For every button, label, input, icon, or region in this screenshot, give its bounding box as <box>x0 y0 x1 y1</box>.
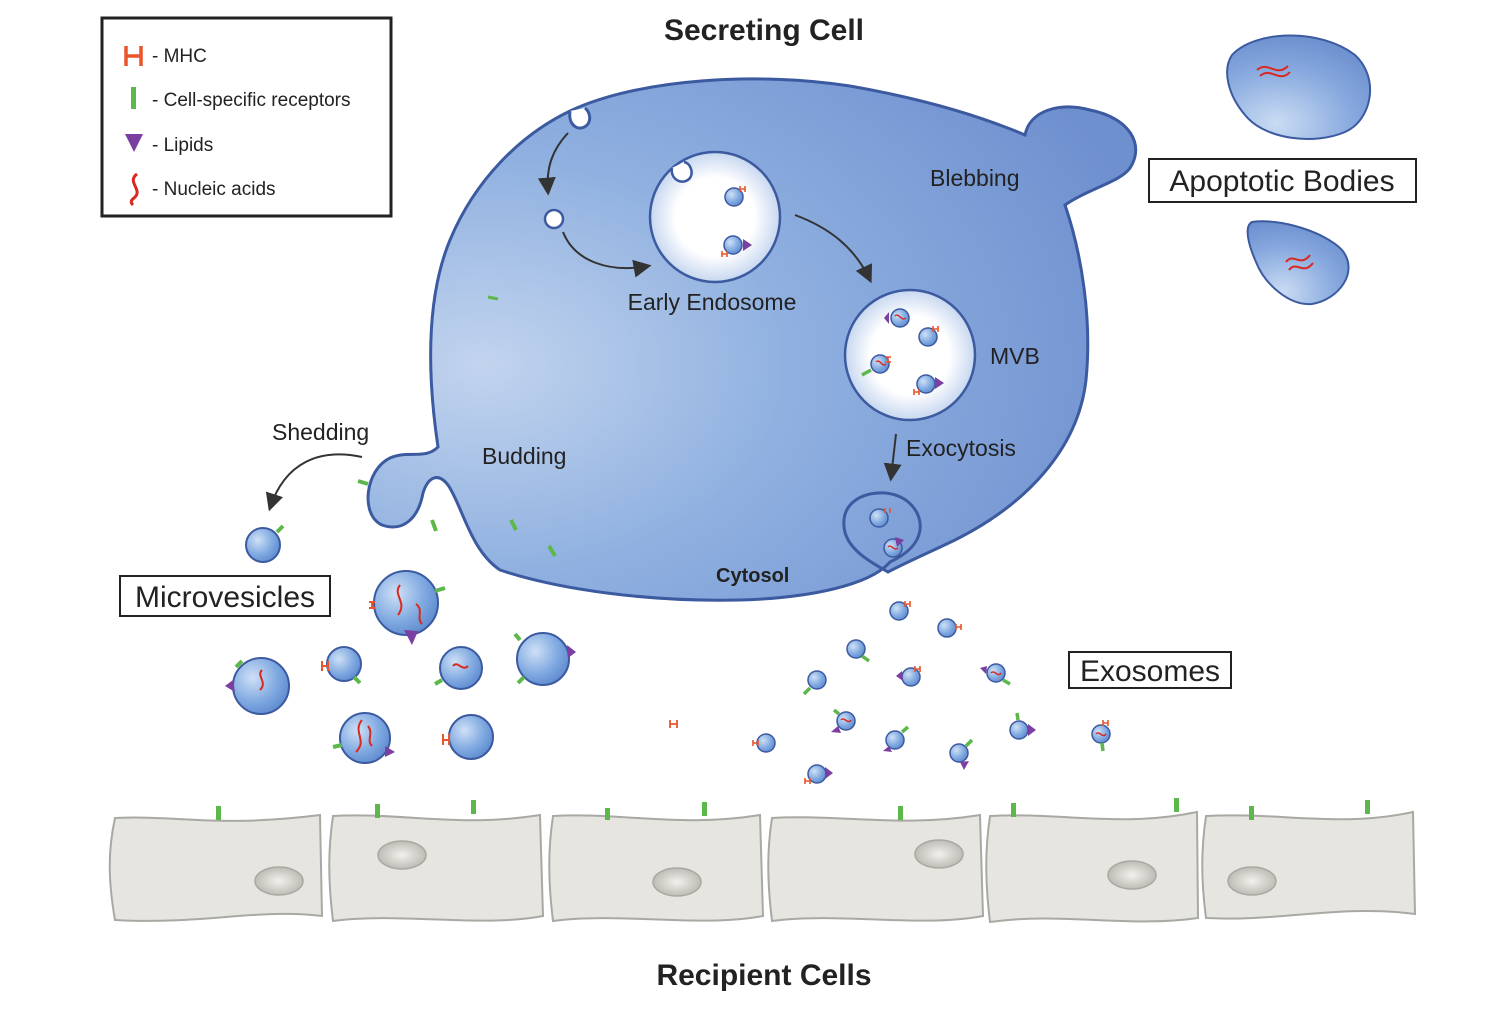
legend-box <box>100 16 393 218</box>
endocytic-pit <box>568 106 592 130</box>
exosome-10 <box>949 738 974 770</box>
recipient-cell-5 <box>985 798 1200 924</box>
shedding-arrow <box>265 453 363 512</box>
microvesicle-4 <box>321 646 362 685</box>
apoptotic-bodies-box: Apoptotic Bodies <box>1148 158 1417 203</box>
recipient-cell-6 <box>1201 800 1417 920</box>
recipient-cell-4 <box>767 806 985 923</box>
recipient-cell-3 <box>548 802 765 923</box>
microvesicles-label: Microvesicles <box>135 581 315 614</box>
microvesicle-6 <box>513 632 576 686</box>
legend-label-mhc: - MHC <box>152 46 207 67</box>
microvesicle-8 <box>442 714 494 760</box>
microvesicle-3 <box>225 657 290 715</box>
mvb-vesicle-3 <box>861 354 891 377</box>
receptor-icon <box>131 87 136 109</box>
exosome-8 <box>883 725 910 752</box>
mvb <box>843 288 977 422</box>
membrane-receptor-3 <box>509 519 518 531</box>
exocytosis-label: Exocytosis <box>906 435 1016 461</box>
exosome-5 <box>980 663 1011 686</box>
apoptotic-bodies-label: Apoptotic Bodies <box>1169 165 1394 198</box>
recipient-cells-title: Recipient Cells <box>656 959 871 992</box>
mvb-vesicle-4 <box>913 374 944 395</box>
mvb-label: MVB <box>990 343 1040 369</box>
exosome-11 <box>1009 712 1036 740</box>
exosomes-box: Exosomes <box>1068 651 1232 689</box>
exosomes-label: Exosomes <box>1080 655 1220 688</box>
apoptotic-nucleic-acid-2 <box>1285 254 1314 271</box>
exosome-12 <box>1091 720 1111 752</box>
recipient-cell-nucleus <box>652 867 702 897</box>
exocytosis-vesicle-1 <box>869 508 891 528</box>
early-endosome <box>648 150 782 284</box>
exosome-13 <box>804 764 833 784</box>
exosome-7 <box>831 708 856 733</box>
endosome-vesicle-2 <box>721 235 752 257</box>
mhc-icon <box>124 46 143 66</box>
legend-label-lipids: - Lipids <box>152 135 213 156</box>
recipient-cell-nucleus <box>377 840 427 870</box>
legend-label-nucleic-acids: - Nucleic acids <box>152 179 276 200</box>
secreting-cell-title: Secreting Cell <box>664 14 864 47</box>
maturation-arrow <box>794 214 873 284</box>
membrane-receptor-4 <box>547 544 557 558</box>
shedding-label: Shedding <box>272 419 369 445</box>
endosome-arrow <box>562 231 652 278</box>
recipient-cell-nucleus <box>914 839 964 869</box>
early-endosome-label: Early Endosome <box>628 289 797 315</box>
endocytosis-arrow <box>537 132 569 196</box>
microvesicle-5 <box>434 646 483 690</box>
legend-label-receptors: - Cell-specific receptors <box>152 90 351 111</box>
mvb-vesicle-2 <box>918 326 939 347</box>
apoptotic-body-2 <box>1246 220 1350 306</box>
exosome-6 <box>802 670 827 696</box>
endosome-vesicle-1 <box>724 186 746 207</box>
budding-label: Budding <box>482 443 566 469</box>
recipient-cell-nucleus <box>1227 866 1277 896</box>
cytosol-label: Cytosol <box>716 565 789 587</box>
microvesicle-2 <box>369 570 446 645</box>
microvesicle-7 <box>332 712 395 764</box>
exosome-1 <box>889 601 911 621</box>
exosome-3 <box>846 639 871 663</box>
exosome-9 <box>752 733 776 753</box>
exosome-4 <box>896 666 921 687</box>
recipient-cell-2 <box>328 800 545 923</box>
secreting-cell-body <box>366 77 1138 602</box>
membrane-receptor-1 <box>357 479 369 486</box>
nucleic-acid-icon <box>129 172 139 207</box>
exosome-2 <box>937 618 962 638</box>
membrane-receptor-2 <box>430 519 438 532</box>
cytosol-receptor-fragment <box>487 295 499 301</box>
endocytic-vesicle <box>543 208 565 230</box>
blebbing-label: Blebbing <box>930 165 1020 191</box>
lipid-icon <box>125 134 143 152</box>
microvesicle-1 <box>245 524 285 563</box>
apoptotic-body-1 <box>1226 34 1371 140</box>
exocytosis-vesicle-2 <box>883 537 904 558</box>
recipient-cell-nucleus <box>1107 860 1157 890</box>
free-mhc-fragment <box>669 720 678 728</box>
exocytosis-arrow <box>883 433 902 482</box>
endosome-pit <box>670 160 693 183</box>
recipient-cell-1 <box>108 806 324 922</box>
mvb-vesicle-1 <box>884 308 910 328</box>
recipient-cell-nucleus <box>254 866 304 896</box>
legend: - MHC - Cell-specific receptors - Lipids… <box>100 16 393 218</box>
apoptotic-nucleic-acid-1 <box>1256 65 1291 78</box>
microvesicles-box: Microvesicles <box>119 575 331 617</box>
